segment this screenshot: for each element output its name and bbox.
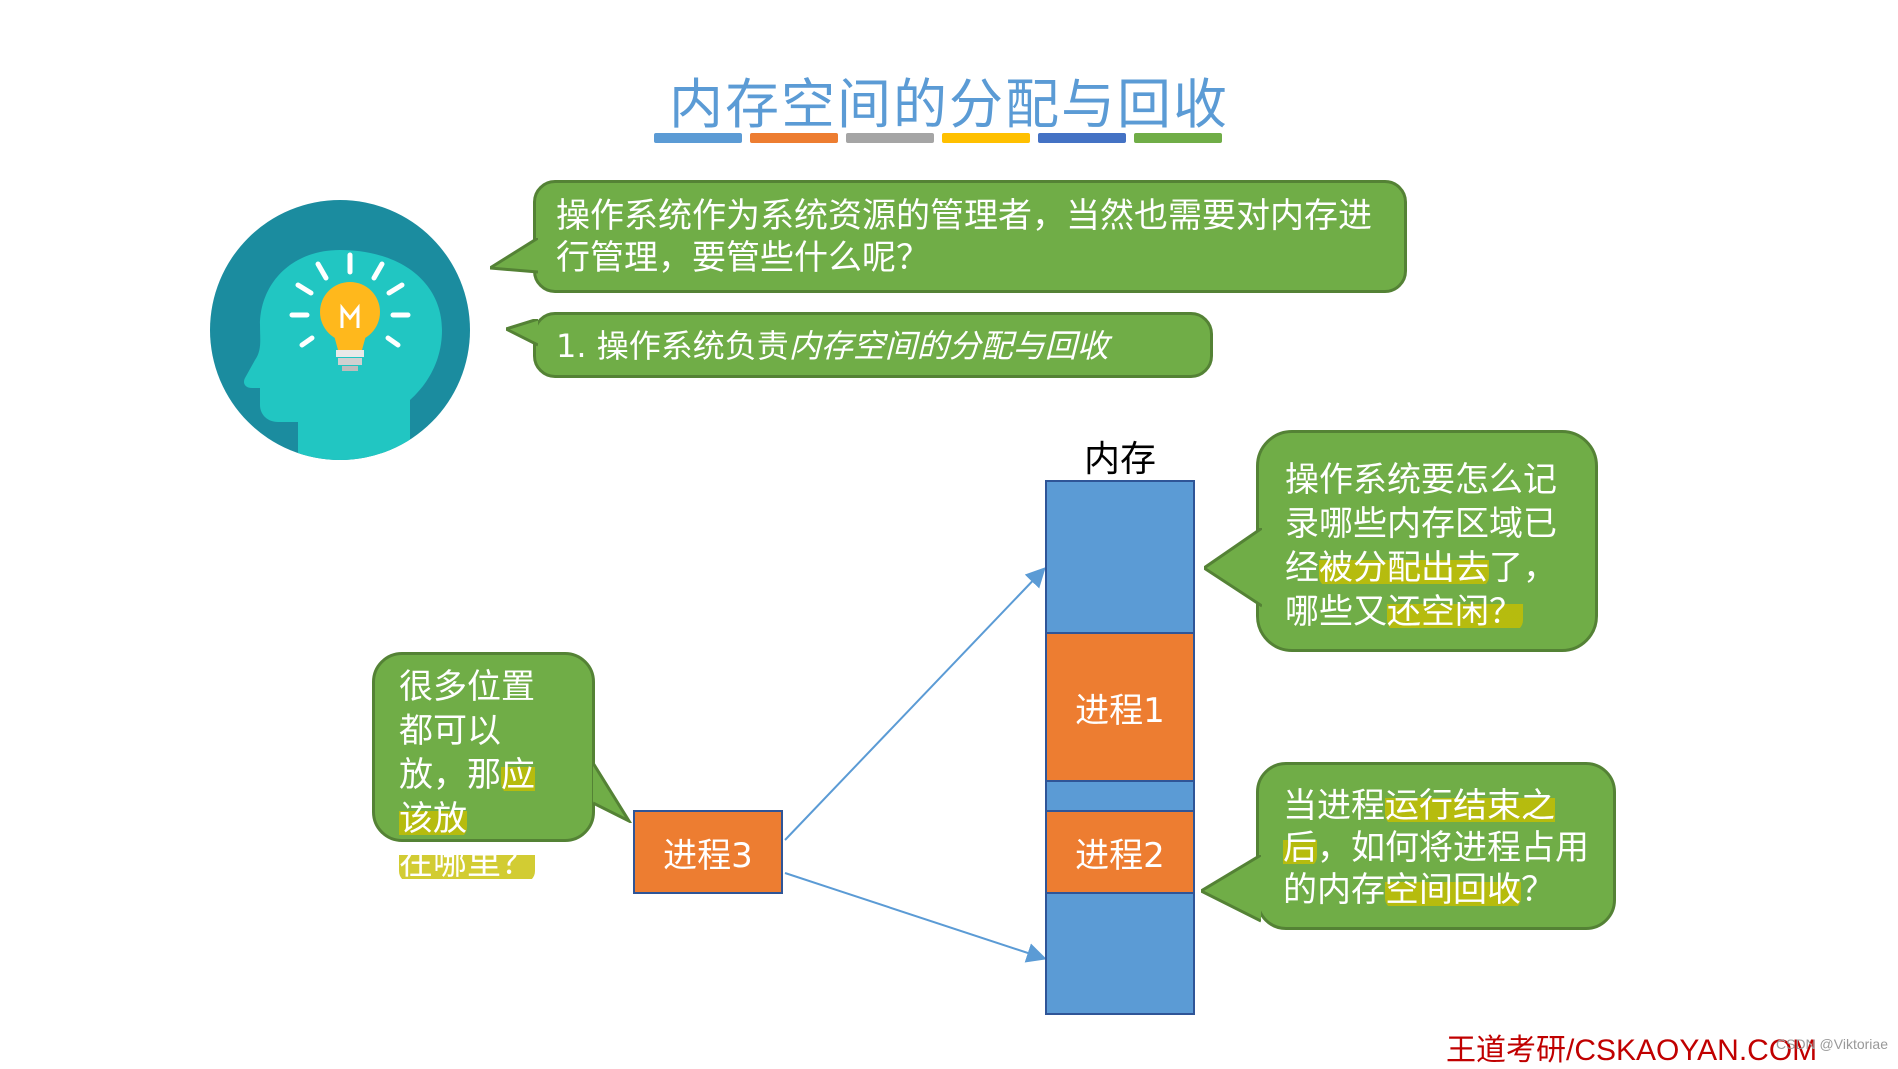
bubble-tail bbox=[506, 319, 538, 347]
footer-brand: 王道考研/CSKAOYAN.COM bbox=[1446, 1034, 1818, 1067]
question-bubble: 操作系统作为系统资源的管理者，当然也需要对内存进行管理，要管些什么呢？ bbox=[490, 180, 1407, 293]
reclaim-text-2: ，如何将进程占用的内存 bbox=[1283, 828, 1589, 910]
memory-block-process2: 进程2 bbox=[1047, 810, 1193, 894]
question-text: 操作系统作为系统资源的管理者，当然也需要对内存进行管理，要管些什么呢？ bbox=[556, 196, 1372, 278]
reclaim-text-1: 当进程 bbox=[1283, 786, 1385, 826]
answer-bubble: 1. 操作系统负责内存空间的分配与回收 bbox=[506, 312, 1213, 378]
placement-highlight-2: 在哪里？ bbox=[399, 843, 535, 883]
memory-label: 内存 bbox=[1083, 439, 1156, 480]
memory-block-process1: 进程1 bbox=[1047, 632, 1193, 782]
reclaim-bubble: 当进程运行结束之后，如何将进程占用的内存空间回收？ bbox=[1201, 762, 1616, 930]
reclaim-highlight-2: 空间回收 bbox=[1385, 870, 1521, 910]
arrow-to-bottom bbox=[784, 872, 1047, 963]
arrow-to-top bbox=[784, 567, 1046, 841]
title-bar bbox=[1134, 133, 1222, 143]
record-text-2: 了，哪些又 bbox=[1285, 548, 1557, 632]
head-lightbulb-icon bbox=[210, 200, 470, 460]
reclaim-text-3: ？ bbox=[1521, 870, 1555, 910]
placement-bubble: 很多位置都可以放，那应该放在哪里？ bbox=[372, 652, 633, 883]
title-bar bbox=[1038, 133, 1126, 143]
page-title: 内存空间的分配与回收 bbox=[669, 73, 1229, 136]
title-underline-bars bbox=[654, 133, 1222, 143]
record-highlight-2: 还空闲？ bbox=[1387, 592, 1523, 632]
title-bar bbox=[750, 133, 838, 143]
title-bar bbox=[942, 133, 1030, 143]
title-bar bbox=[654, 133, 742, 143]
answer-prefix: 1. 操作系统负责 bbox=[556, 327, 789, 365]
bubble-tail bbox=[1204, 528, 1262, 608]
placement-text: 很多位置都可以放，那 bbox=[399, 667, 535, 795]
answer-emphasis: 内存空间的分配与回收 bbox=[788, 327, 1109, 365]
bubble-tail bbox=[490, 238, 538, 274]
record-highlight-1: 被分配出去 bbox=[1319, 548, 1489, 588]
bubble-tail bbox=[1201, 855, 1261, 923]
memory-column: 进程1 进程2 bbox=[1045, 480, 1195, 1015]
record-text-1: 操作系统要怎么记录哪些内存区域已经 bbox=[1285, 460, 1557, 588]
record-bubble: 操作系统要怎么记录哪些内存区域已经被分配出去了，哪些又还空闲？ bbox=[1204, 430, 1598, 652]
watermark: CSDN @Viktoriae bbox=[1776, 1036, 1888, 1052]
process3-box: 进程3 bbox=[633, 810, 783, 894]
title-bar bbox=[846, 133, 934, 143]
bubble-tail bbox=[593, 763, 633, 823]
